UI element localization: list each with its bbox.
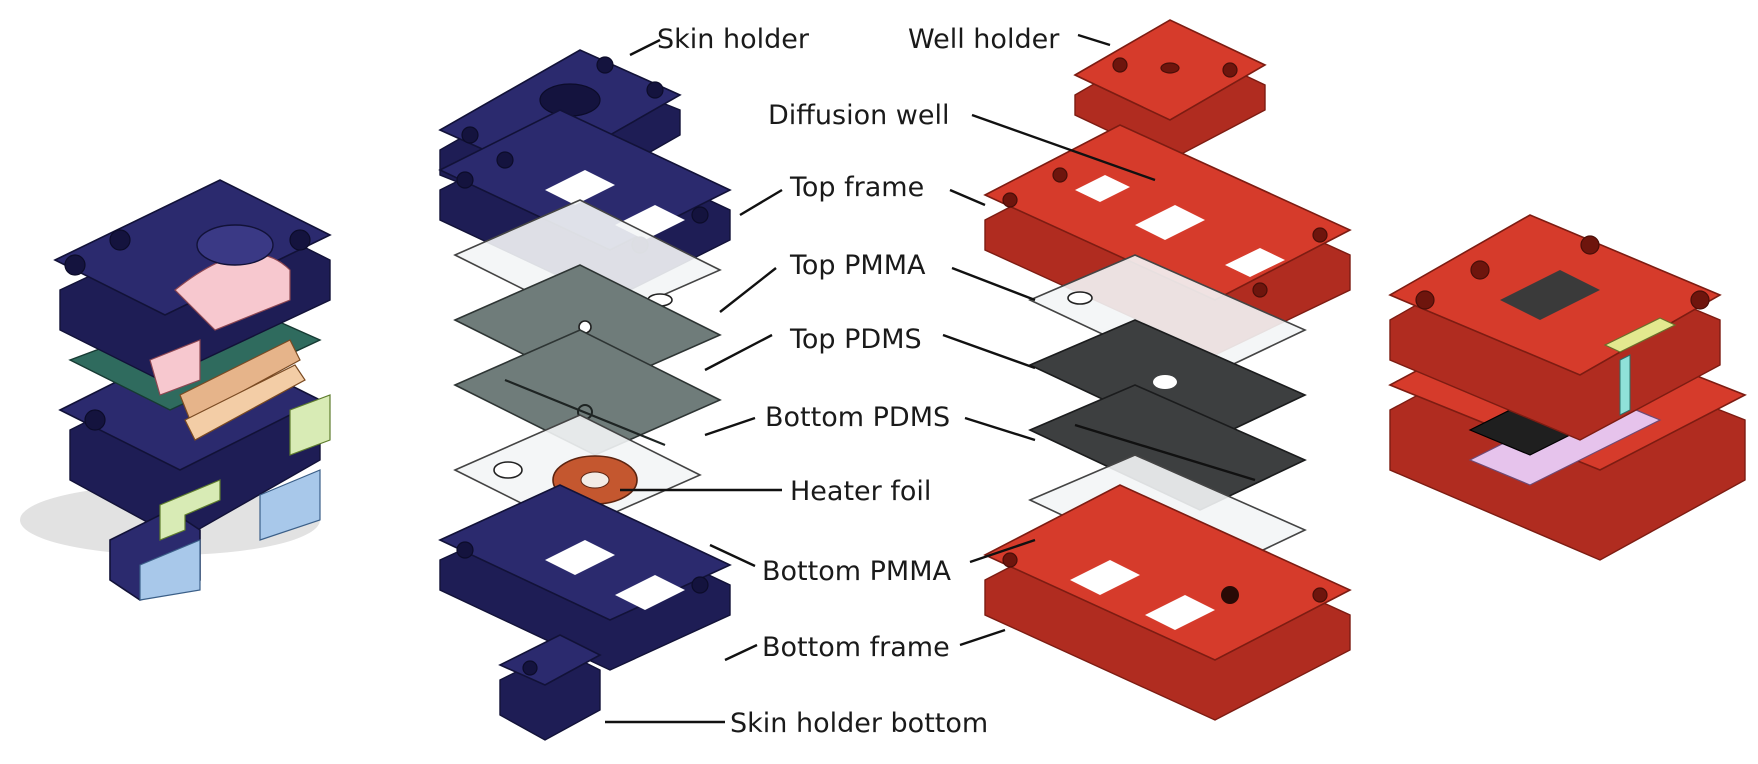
bolt-hole <box>691 576 709 594</box>
bolt-hole <box>289 229 311 251</box>
bolt-hole <box>1415 290 1435 310</box>
port-hole <box>1221 586 1239 604</box>
cone-well <box>196 224 274 266</box>
port-hole <box>1067 291 1093 305</box>
leader-top-pdms-right <box>942 333 1036 370</box>
bolt-hole <box>1580 235 1600 255</box>
heater-center <box>580 471 610 489</box>
leader-top-pmma-left <box>719 267 777 313</box>
cut-face-green-right <box>289 394 331 456</box>
window <box>615 575 685 610</box>
bottom-frame-red-part <box>983 484 1352 721</box>
label-bottom-pdms: Bottom PDMS <box>765 402 950 433</box>
cut-face-green <box>159 479 221 541</box>
exploded-well-holder-stack <box>983 19 1352 721</box>
window <box>1225 248 1285 277</box>
window <box>1145 595 1215 630</box>
cut-face-cyan <box>1619 354 1631 416</box>
cut-face-pink-low <box>149 339 201 396</box>
bolt-hole <box>596 56 614 74</box>
assembled-skin-holder-view <box>20 179 332 601</box>
window <box>545 170 615 205</box>
leader-top-frame-right <box>949 188 986 207</box>
port-hole <box>1153 375 1177 389</box>
leader-bottom-pdms-right <box>964 416 1036 442</box>
leader-top-pdms-left <box>704 333 773 372</box>
leader-top-frame-left <box>739 188 783 217</box>
assembled-well-holder-view <box>1388 214 1747 561</box>
bolt-hole <box>84 409 106 431</box>
cut-face-yellow <box>1603 317 1677 353</box>
microchannel <box>504 378 666 447</box>
window <box>1135 205 1205 240</box>
label-diffusion-well: Diffusion well <box>768 100 950 131</box>
upper-block-top <box>53 179 332 316</box>
heater-cut <box>179 339 301 421</box>
leader-skin-holder <box>629 38 661 57</box>
bolt-hole <box>1052 167 1068 183</box>
bottom-frame-navy-part <box>438 484 732 671</box>
cut-face-blue-right <box>259 469 321 541</box>
bolt-hole <box>461 126 479 144</box>
bolt-hole <box>1690 290 1710 310</box>
bolt-hole <box>109 229 131 251</box>
bolt-hole <box>456 171 474 189</box>
leader-lines <box>605 33 1156 724</box>
label-well-holder: Well holder <box>908 24 1060 55</box>
pmma-cut <box>184 364 306 441</box>
window <box>1500 270 1600 320</box>
leader-bottom-pmma-right <box>969 538 1036 564</box>
label-top-pdms: Top PDMS <box>789 324 922 355</box>
bolt-hole <box>1470 260 1490 280</box>
bolt-hole <box>1002 552 1018 568</box>
label-heater-foil: Heater foil <box>790 476 931 507</box>
bolt-hole <box>1312 587 1328 603</box>
label-bottom-frame: Bottom frame <box>762 632 950 663</box>
port-hole <box>493 461 523 479</box>
bolt-hole <box>64 254 86 276</box>
microchannel <box>1074 423 1256 482</box>
bolt-hole <box>1222 62 1238 78</box>
bolt-hole <box>1002 192 1018 208</box>
label-top-pmma: Top PMMA <box>789 250 926 281</box>
bolt-hole <box>1312 227 1328 243</box>
leader-well-holder <box>1077 33 1111 47</box>
part-top <box>983 484 1352 661</box>
bolt-hole <box>496 151 514 169</box>
cut-face-blue <box>139 539 201 601</box>
skin-holder-bottom-part <box>498 634 602 741</box>
bolt-hole <box>1252 282 1268 298</box>
center-hole <box>1160 62 1180 74</box>
leader-diffusion-well <box>971 113 1156 182</box>
bolt-hole <box>1112 57 1128 73</box>
leader-bottom-frame-right <box>959 628 1006 647</box>
bolt-hole <box>522 660 538 676</box>
window <box>1075 175 1130 202</box>
label-skin-holder: Skin holder <box>657 24 810 55</box>
leader-bottom-frame-left <box>724 643 758 662</box>
exploded-skin-holder-stack <box>438 49 732 741</box>
window <box>545 540 615 575</box>
cone-hole <box>539 83 601 117</box>
leader-top-pmma-right <box>951 266 1036 302</box>
part-labels: Skin holder Well holder Diffusion well T… <box>657 24 1060 739</box>
label-skin-holder-bottom: Skin holder bottom <box>730 708 988 739</box>
window <box>1070 560 1140 595</box>
bolt-hole <box>646 81 664 99</box>
bolt-hole <box>691 206 709 224</box>
bolt-hole <box>456 541 474 559</box>
leader-bottom-pmma-left <box>709 543 756 568</box>
label-top-frame: Top frame <box>789 172 924 203</box>
top-frame-red-part <box>983 124 1352 356</box>
label-bottom-pmma: Bottom PMMA <box>762 556 951 587</box>
leader-bottom-pdms-left <box>704 416 756 437</box>
